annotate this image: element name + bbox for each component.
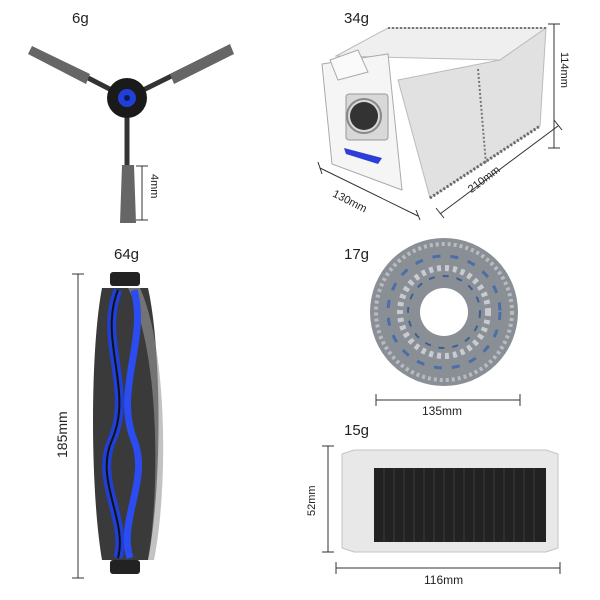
mop-pad-weight: 17g [344, 246, 370, 263]
filter-image [341, 449, 559, 553]
side-brush-dimension-line [136, 165, 148, 221]
dust-bag-weight: 34g [344, 10, 370, 27]
mop-pad-dimension-line [375, 394, 521, 406]
dust-bag-height-label: 114mm [558, 52, 570, 88]
side-brush-weight: 6g [72, 10, 89, 27]
dust-bag-depth-line [435, 119, 563, 219]
main-brush-dimension-line [72, 273, 84, 579]
filter-weight: 15g [344, 422, 370, 439]
main-brush-weight: 64g [114, 246, 140, 263]
side-brush-image [28, 44, 234, 223]
main-brush-dimension-label: 185mm [54, 411, 70, 458]
main-brush-image [93, 272, 164, 574]
filter-height-line [322, 445, 334, 553]
side-brush-dimension-label: 4mm [148, 174, 160, 199]
filter-height-label: 52mm [306, 485, 318, 516]
mop-pad-dimension-label: 135mm [422, 404, 463, 418]
dust-bag-height-line [548, 23, 560, 149]
filter-width-line [335, 562, 561, 574]
filter-width-label: 116mm [424, 573, 464, 587]
dust-bag-image [321, 26, 548, 200]
dust-bag-width-line [317, 161, 421, 221]
mop-pad-image [370, 238, 518, 386]
